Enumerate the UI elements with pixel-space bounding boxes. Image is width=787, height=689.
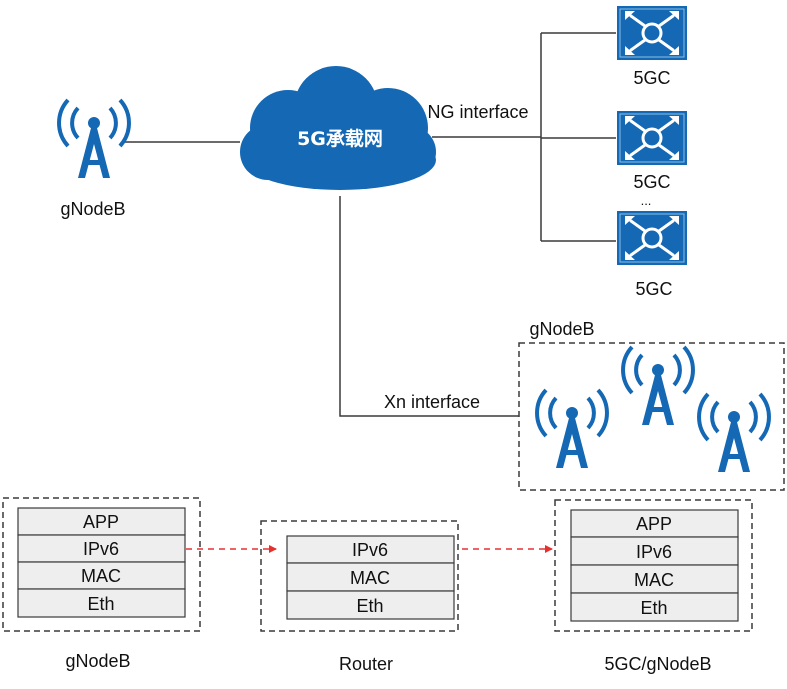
cloud-icon [240,66,436,190]
stack-layer-label: APP [636,514,672,534]
stack-layer-label: IPv6 [83,539,119,559]
stack-box-right [554,499,753,632]
stack-layer-label: Eth [87,594,114,614]
gnodeb-group-box [518,342,785,491]
stack-layer: Eth [570,592,739,622]
router-core-icon [615,4,689,62]
stack-label-left: gNodeB [65,651,130,671]
stack-box-middle [260,520,459,632]
stack-label-middle: Router [339,654,393,674]
cell-tower-icon [697,392,771,474]
router-core-icon [615,209,689,267]
core-ellipsis: ... [641,193,652,208]
stack-box-left [2,497,201,632]
stack-layer: Eth [17,588,186,618]
cell-tower-icon [535,388,609,470]
stack-layer: Eth [286,590,455,620]
core-label-3: 5GC [635,279,672,299]
stack-layer-label: MAC [634,570,674,590]
ng-interface-label: NG interface [427,102,528,122]
gnodeb-top-label: gNodeB [60,199,125,219]
stack-layer-label: IPv6 [636,542,672,562]
stack-label-right: 5GC/gNodeB [604,654,711,674]
cell-tower-icon [57,98,131,180]
xn-interface-link [339,196,519,417]
stack-layer: IPv6 [17,534,186,563]
core-label-1: 5GC [633,68,670,88]
stack-layer-label: Eth [640,598,667,618]
stack-layer: APP [17,507,186,536]
core-label-2: 5GC [633,172,670,192]
stack-layer: IPv6 [570,536,739,566]
router-core-icon [615,109,689,167]
stack-layer: MAC [17,561,186,590]
stack-layer: MAC [286,562,455,592]
stack-layer: IPv6 [286,535,455,564]
stack-layer-label: MAC [81,566,121,586]
stack-layer-label: Eth [356,596,383,616]
cloud-label: 5G承载网 [297,127,383,150]
stack-layer: APP [570,509,739,538]
gnodeb-group-label: gNodeB [529,319,594,339]
stack-layer-label: MAC [350,568,390,588]
xn-interface-label: Xn interface [384,392,480,412]
cell-tower-icon [621,345,695,427]
stack-layer-label: IPv6 [352,540,388,560]
stack-layer-label: APP [83,512,119,532]
stack-layer: MAC [570,564,739,594]
